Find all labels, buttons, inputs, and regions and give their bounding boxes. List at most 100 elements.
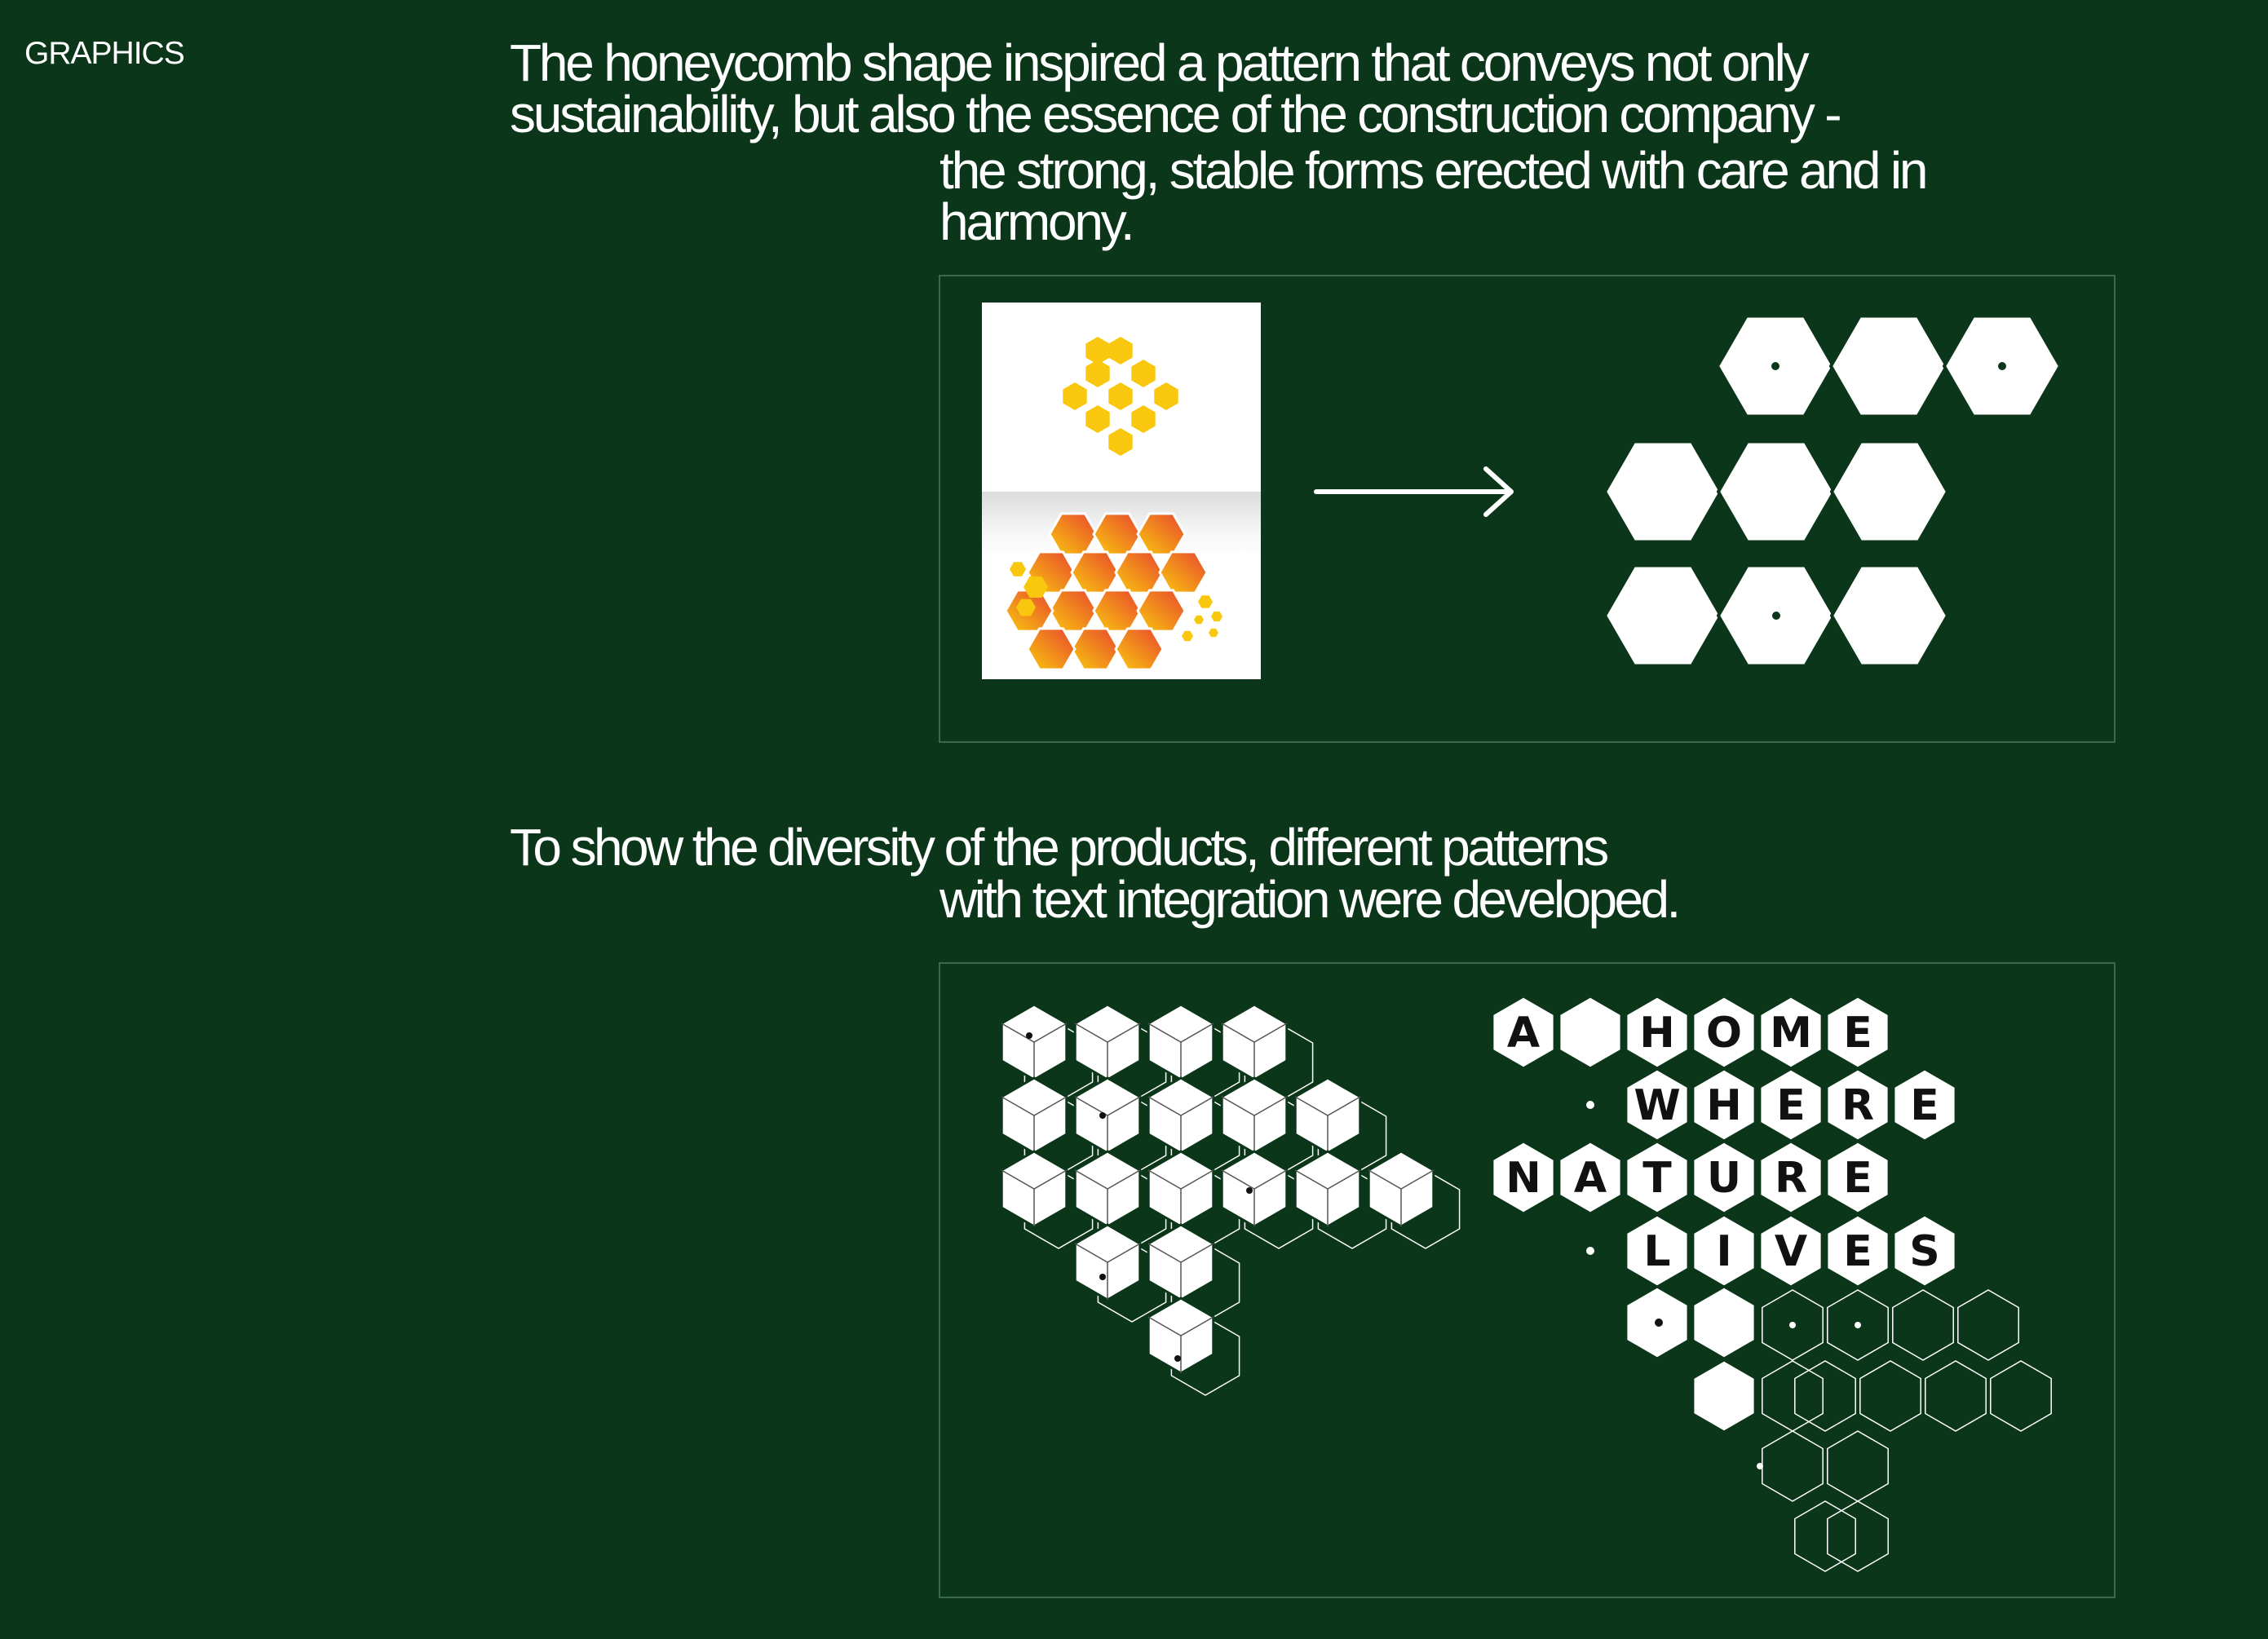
slogan-letter: H [1639, 1009, 1675, 1058]
pattern-hexagon [1603, 563, 1722, 668]
comb-cell [1158, 550, 1209, 594]
comb-cell [1136, 512, 1187, 556]
slogan-letter: H [1706, 1081, 1742, 1130]
outline-hexagon [1892, 1289, 1954, 1361]
comb-cell [1070, 550, 1121, 594]
comb-cell [1092, 512, 1143, 556]
comb-cell [1026, 627, 1077, 671]
intro-line-2: sustainability, but also the essence of … [510, 85, 1842, 144]
comb-cell [1114, 627, 1165, 671]
comb-cell [1070, 627, 1121, 671]
outline-hexagon [1794, 1500, 1856, 1572]
logo-cell [1108, 428, 1133, 456]
outline-dot [1789, 1322, 1796, 1328]
arrow-right-icon [1314, 466, 1514, 517]
pattern-dot [1772, 612, 1780, 620]
logo-cell [1108, 337, 1133, 364]
cube [1147, 1297, 1215, 1375]
second-line-1: To show the diversity of the products, d… [510, 818, 1609, 877]
slogan-letter: V [1775, 1227, 1807, 1276]
slogan-hexagon [1691, 1285, 1757, 1360]
outline-dot [1757, 1463, 1763, 1469]
cube-dot [1099, 1112, 1106, 1119]
cube [1293, 1150, 1362, 1228]
slogan-hexagon [1758, 1213, 1824, 1288]
cube [1073, 1150, 1142, 1228]
pattern-hexagon [1717, 440, 1836, 544]
comb-dot [1209, 628, 1218, 638]
slogan-hexagon [1892, 1067, 1957, 1142]
comb-dot [1182, 630, 1193, 642]
comb-dot [1010, 562, 1026, 577]
logo-cell [1131, 405, 1156, 433]
slogan-hexagon [1691, 1140, 1757, 1215]
outline-hexagon [1827, 1289, 1889, 1361]
comb-dot [1194, 615, 1204, 625]
diamond-logo-icon [1063, 337, 1178, 456]
slogan-hexagon [1825, 1213, 1890, 1288]
outline-hexagon [1762, 1289, 1824, 1361]
outline-dot [1855, 1322, 1861, 1328]
slogan-letter: I [1716, 1227, 1731, 1276]
pattern-dot [1998, 362, 2006, 370]
slogan-letter: U [1707, 1154, 1741, 1203]
slogan-letter: L [1643, 1227, 1670, 1276]
second-line-2: with text integration were developed. [939, 870, 1681, 929]
slogan-hexagon [1892, 1213, 1957, 1288]
slogan-letter: M [1770, 1009, 1812, 1058]
slogan-hexagon [1691, 1358, 1757, 1434]
slogan-hexagon [1758, 1140, 1824, 1215]
comb-dot [1016, 599, 1036, 616]
cube [1220, 1150, 1289, 1228]
slogan-letter: E [1776, 1081, 1806, 1130]
logo-cell [1154, 382, 1178, 410]
logo-cell [1085, 360, 1110, 387]
slogan-letter: E [1910, 1081, 1939, 1130]
outline-hexagon [1762, 1360, 1824, 1432]
honeycomb-icon [1004, 512, 1222, 671]
cube [1000, 1076, 1068, 1155]
intro-line-1: The honeycomb shape inspired a pattern t… [510, 33, 1810, 92]
comb-cell [1048, 589, 1099, 633]
outline-hexagon [1794, 1360, 1856, 1432]
slogan-letter: E [1843, 1009, 1872, 1058]
slogan-letter: S [1909, 1227, 1939, 1276]
outline-hexagon [1762, 1430, 1824, 1502]
logo-cell [1131, 360, 1156, 387]
comb-dot [1023, 577, 1048, 598]
logo-cell [1085, 337, 1110, 364]
cube [1073, 1223, 1142, 1301]
slogan-letter: A [1574, 1154, 1607, 1203]
cube [1367, 1150, 1435, 1228]
slogan-hexagon [1558, 995, 1623, 1070]
intro-line-3: the strong, stable forms erected with ca… [939, 141, 1928, 200]
slogan-letter: A [1507, 1009, 1540, 1058]
slogan-letter: R [1841, 1081, 1874, 1130]
slogan-hexagon [1558, 1140, 1623, 1215]
pattern-dot [1771, 362, 1779, 370]
outline-hexagon [1957, 1289, 2019, 1361]
slogan-hexagon [1625, 1140, 1690, 1215]
comb-cell [1048, 512, 1099, 556]
cube-dot [1099, 1274, 1106, 1280]
comb-cell [1114, 550, 1165, 594]
logo-cell [1085, 405, 1110, 433]
cube-dot [1174, 1355, 1181, 1362]
pattern-hexagon [1830, 563, 1949, 668]
logo-cell [1063, 382, 1087, 410]
slogan-letter: E [1843, 1154, 1872, 1203]
comb-cell [1092, 589, 1143, 633]
patterns-frame [939, 962, 2115, 1598]
comb-dot [1211, 611, 1222, 622]
slogan-letter: O [1706, 1009, 1742, 1058]
outline-hexagon [1925, 1360, 1987, 1432]
slogan-dot [1586, 1247, 1594, 1255]
cube [1000, 1150, 1068, 1228]
section-label: GRAPHICS [24, 36, 185, 71]
comb-dot [1198, 595, 1213, 608]
slogan-letter: R [1775, 1154, 1807, 1203]
slogan-hexagon [1825, 1140, 1890, 1215]
slogan-letter: T [1642, 1154, 1672, 1203]
logo-cell [1108, 382, 1133, 410]
